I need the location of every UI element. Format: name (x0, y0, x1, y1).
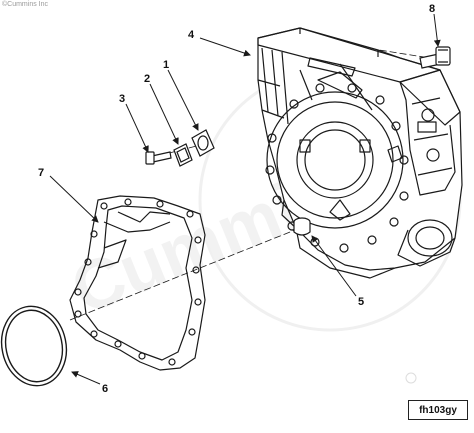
leader-arrow-5 (311, 235, 357, 297)
gasket-part-2 (173, 143, 193, 167)
housing-gasket-part-7 (69, 195, 206, 371)
leader-arrow-3 (125, 103, 149, 153)
callout-2: 2 (144, 73, 150, 85)
callout-7: 7 (38, 167, 44, 179)
leader-arrow-1 (167, 69, 199, 131)
leader-arrow-8 (433, 13, 441, 47)
leader-arrows (49, 13, 441, 385)
callout-5: 5 (358, 296, 364, 308)
cover-plate-part-1 (191, 129, 215, 157)
leader-arrow-6 (71, 371, 101, 385)
seal-ring-part-6 (0, 305, 68, 387)
capscrew-part-3 (145, 151, 172, 165)
callout-3: 3 (119, 93, 125, 105)
callout-4: 4 (188, 29, 195, 41)
copyright-text: ©Cummins Inc (2, 1, 48, 8)
callout-labels: 1 2 3 4 5 6 7 8 (38, 3, 435, 395)
plug-part-5 (293, 217, 311, 236)
capscrew-part-8 (419, 46, 451, 69)
callout-8: 8 (429, 3, 435, 15)
flywheel-housing (257, 27, 463, 279)
callout-6: 6 (102, 383, 108, 395)
callout-1: 1 (163, 59, 169, 71)
leader-arrow-7 (49, 175, 99, 223)
figure-id-box: fh103gy (408, 400, 468, 420)
leader-arrow-4 (199, 37, 251, 57)
leader-arrow-2 (149, 83, 179, 145)
registered-mark-icon (405, 372, 417, 384)
